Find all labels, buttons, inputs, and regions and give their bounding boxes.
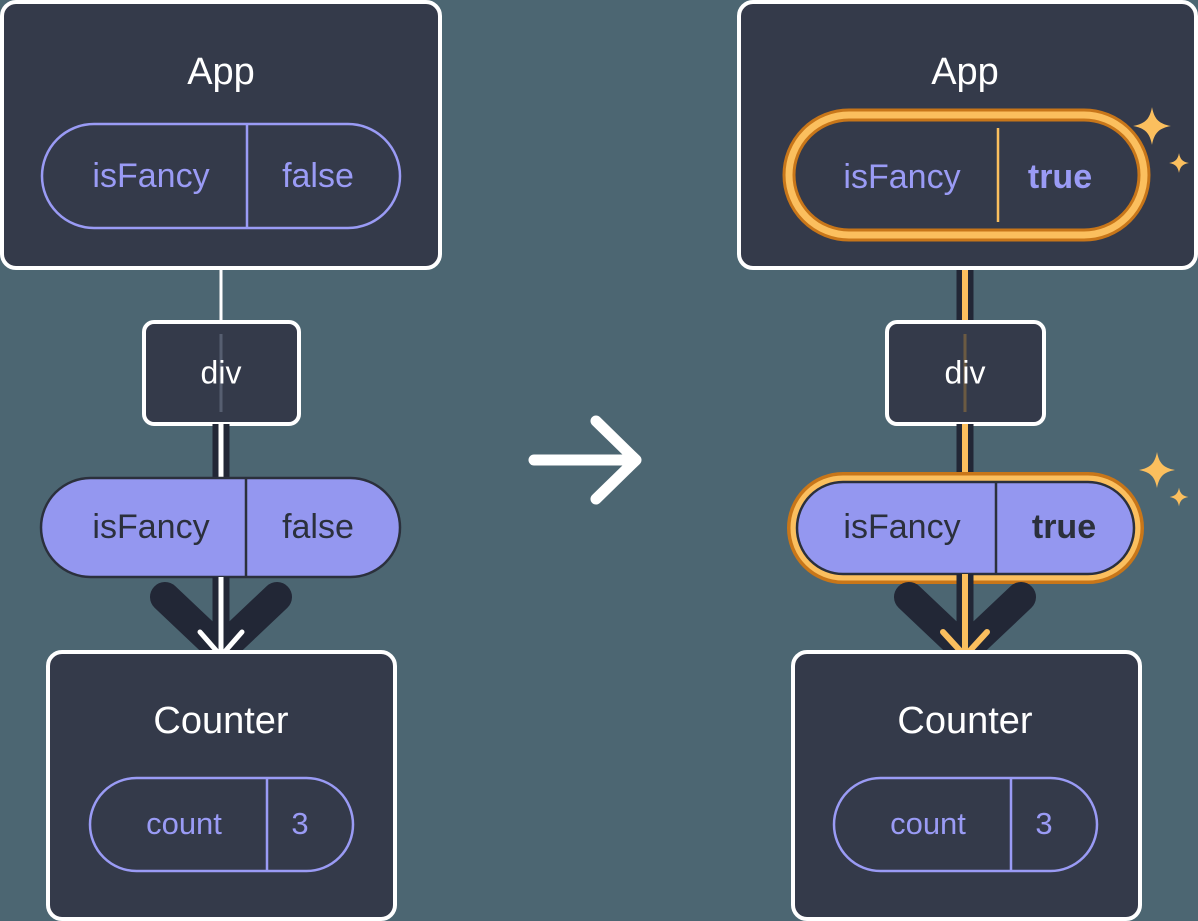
counter-state-pill: count 3: [88, 776, 355, 873]
div-node-after: div: [885, 320, 1046, 426]
counter-state-pill: count 3: [832, 776, 1099, 873]
counter-state-pill-key: count: [146, 806, 222, 841]
highlight-ring-inner: [785, 111, 1148, 239]
app-state-pill-body: [798, 124, 1135, 226]
props-pill-before: isFancy false: [39, 476, 402, 579]
app-state-pill-key: isFancy: [92, 157, 209, 195]
panel-before: App isFancy false div: [0, 0, 442, 921]
app-state-pill: isFancy false: [40, 122, 402, 230]
counter-state-pill-value: 3: [291, 806, 308, 841]
counter-state-pill-value: 3: [1035, 806, 1052, 841]
panel-after: App isFancy true: [737, 0, 1198, 921]
counter-panel-title: Counter: [153, 700, 289, 742]
counter-panel-after: Counter count 3: [791, 650, 1142, 921]
app-panel-title: App: [187, 51, 255, 93]
props-pill-value: true: [1032, 508, 1096, 546]
counter-panel-box: [46, 650, 397, 921]
app-panel-before: App isFancy false: [0, 0, 442, 270]
counter-state-pill-outline: [88, 776, 355, 873]
div-node-label: div: [201, 354, 242, 390]
counter-panel-title: Counter: [897, 700, 1033, 742]
props-pill-key: isFancy: [843, 508, 960, 546]
props-pill-after: isFancy true: [787, 472, 1144, 584]
props-pill-value: false: [282, 508, 354, 546]
sparkle-small-icon: [1169, 487, 1189, 507]
sparkle-large-icon: [1139, 452, 1175, 488]
app-state-pill-value: false: [282, 157, 354, 195]
counter-state-pill-outline: [832, 776, 1099, 873]
transition-arrow-group: [528, 415, 642, 505]
arrow-props-to-counter: [150, 577, 292, 665]
arrow-props-to-counter-highlighted: [894, 574, 1036, 665]
counter-state-pill-key: count: [890, 806, 966, 841]
app-panel-after: App isFancy true: [737, 0, 1198, 270]
div-node-before: div: [142, 320, 301, 426]
counter-panel-before: Counter count 3: [46, 650, 397, 921]
app-state-pill-highlighted: isFancy true: [782, 108, 1151, 242]
app-panel-title: App: [931, 51, 999, 93]
sparkles-props: [1139, 452, 1189, 507]
app-state-pill-value: true: [1028, 158, 1092, 196]
props-pill-key: isFancy: [92, 508, 209, 546]
arrow-right-icon: [528, 415, 642, 505]
app-state-pill-outline: [40, 122, 402, 230]
counter-panel-box: [791, 650, 1142, 921]
app-panel-box: [0, 0, 442, 270]
div-node-label: div: [945, 354, 986, 390]
app-state-pill-key: isFancy: [843, 158, 960, 196]
